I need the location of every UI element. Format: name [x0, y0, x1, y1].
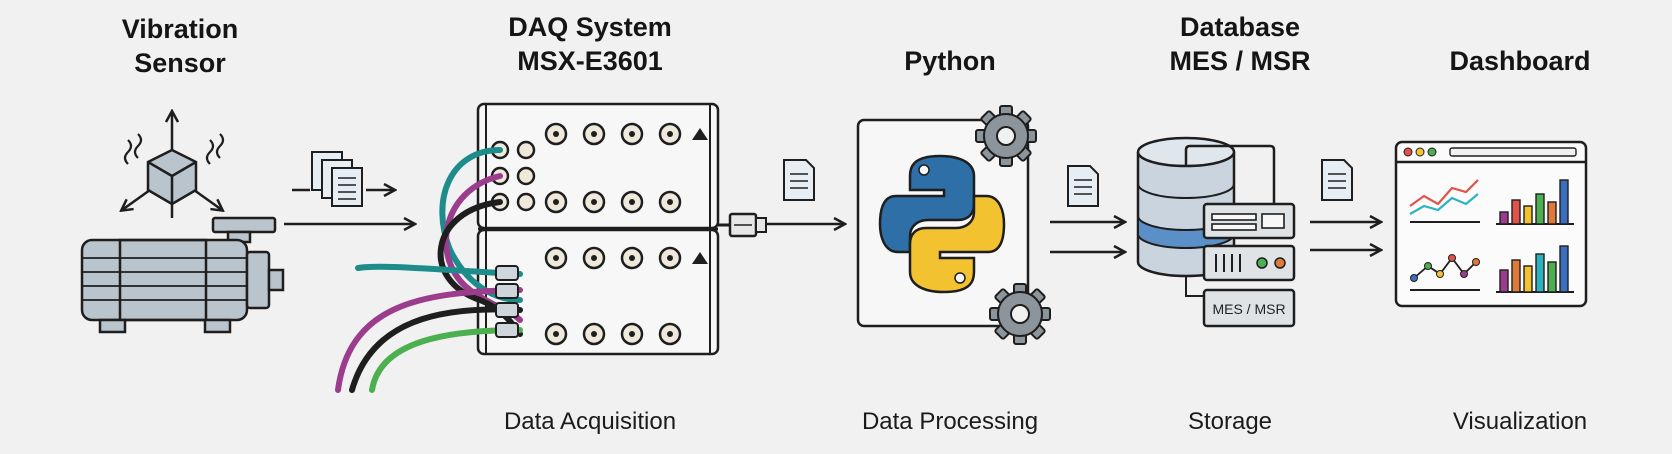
- dashboard-caption: Visualization: [1452, 408, 1588, 435]
- document-icon: [1321, 159, 1353, 201]
- python-panel: [856, 118, 1030, 328]
- daq-caption: Data Acquisition: [503, 408, 677, 435]
- daq-connector-cores: [553, 128, 708, 337]
- gear-icon: [975, 105, 1037, 167]
- sensor-title: Vibration Sensor: [121, 14, 239, 78]
- cables-icon: [335, 147, 523, 393]
- vibration-sensor-icon: [122, 112, 223, 218]
- dashboard-title: Dashboard: [1449, 46, 1591, 76]
- server-icon: [1185, 202, 1296, 328]
- motor-icon: [80, 216, 285, 334]
- document-icon: [783, 159, 815, 201]
- line-chart-widget: [1409, 179, 1480, 223]
- bar-chart-widget: [1496, 245, 1574, 293]
- python-title: Python: [904, 46, 996, 76]
- database-title: Database MES / MSR: [1169, 12, 1311, 76]
- daq-title: DAQ System MSX-E3601: [508, 12, 672, 76]
- database-caption: Storage: [1187, 408, 1273, 435]
- scatter-line-widget: [1410, 254, 1480, 291]
- cable-plugs: [495, 265, 519, 338]
- daq-device-icon: [476, 102, 720, 356]
- server-label: MES / MSR: [1212, 301, 1285, 317]
- python-logo-icon: [878, 154, 1006, 294]
- python-caption: Data Processing: [861, 408, 1039, 435]
- document-stack-icon: [311, 151, 363, 207]
- bar-chart-widget: [1496, 179, 1574, 225]
- ethernet-plug-icon: [718, 212, 767, 238]
- gear-icon: [989, 283, 1051, 345]
- document-icon: [1067, 165, 1099, 207]
